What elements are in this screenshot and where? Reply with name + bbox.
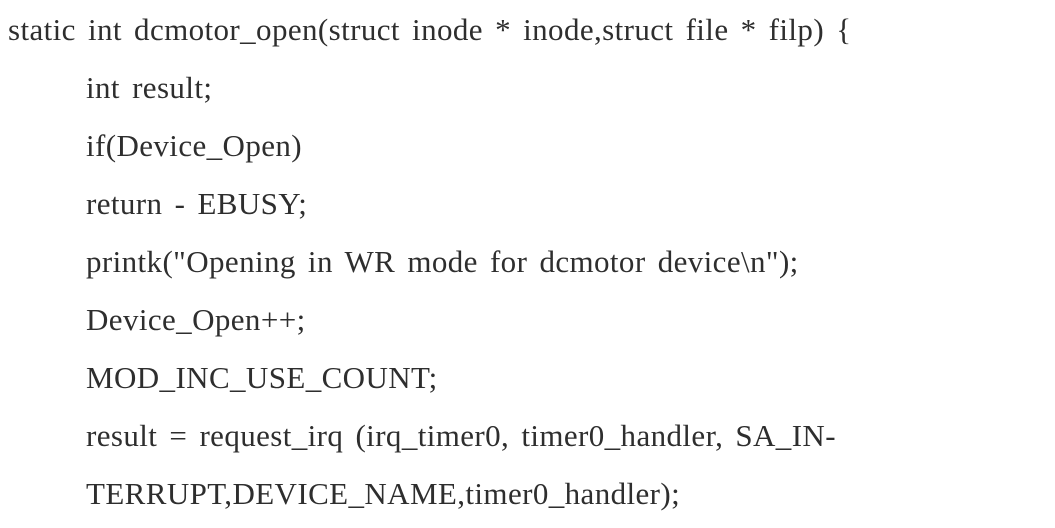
code-line: static int dcmotor_open(struct inode * i… (8, 12, 852, 47)
code-line: Device_Open++; (86, 302, 306, 337)
code-line: TERRUPT,DEVICE_NAME,timer0_handler); (86, 476, 681, 511)
code-line: if(Device_Open) (86, 128, 303, 163)
code-line: result = request_irq (irq_timer0, timer0… (86, 418, 836, 453)
code-line: printk("Opening in WR mode for dcmotor d… (86, 244, 799, 279)
code-line: int result; (86, 70, 213, 105)
code-line: return - EBUSY; (86, 186, 308, 221)
code-line: MOD_INC_USE_COUNT; (86, 360, 438, 395)
